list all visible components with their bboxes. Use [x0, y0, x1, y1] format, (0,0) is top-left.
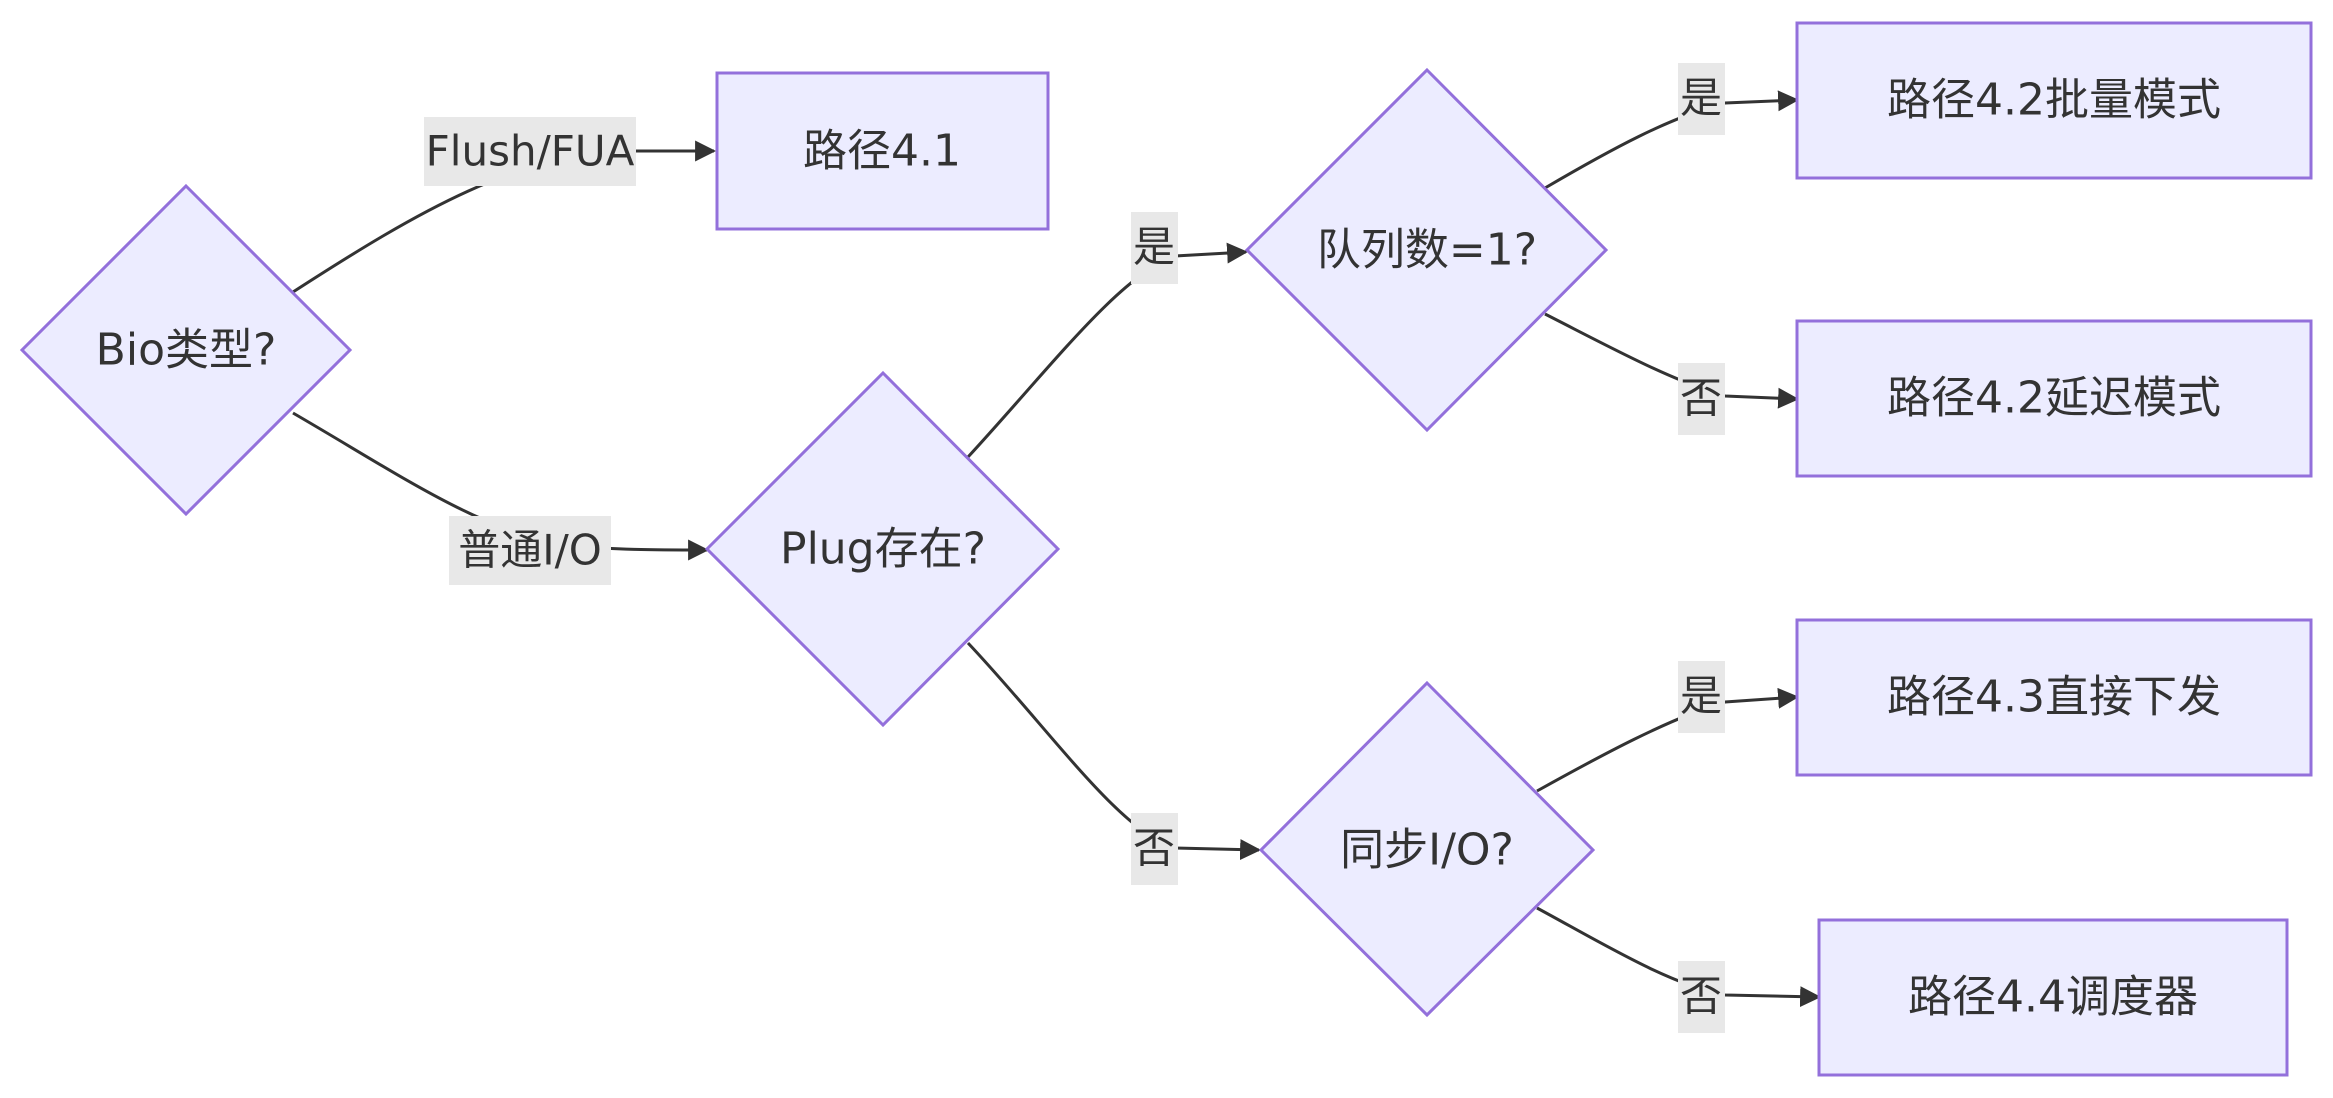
svg-text:否: 否	[1680, 374, 1722, 423]
edge-plug-yes	[966, 242, 1249, 459]
edge-label-flush-fua: Flush/FUA	[424, 117, 636, 186]
svg-text:路径4.3直接下发: 路径4.3直接下发	[1887, 672, 2221, 723]
svg-text:路径4.2延迟模式: 路径4.2延迟模式	[1887, 373, 2221, 424]
node-path-4-2-batch: 路径4.2批量模式	[1795, 21, 2313, 180]
node-bio-type: Bio类型?	[19, 183, 353, 517]
svg-text:Plug存在?: Plug存在?	[780, 524, 986, 575]
svg-text:路径4.1: 路径4.1	[803, 126, 961, 177]
node-path-4-1: 路径4.1	[715, 71, 1050, 231]
svg-text:是: 是	[1680, 672, 1722, 721]
svg-text:否: 否	[1680, 972, 1722, 1021]
edge-labels: Flush/FUA 普通I/O 是 否 是 否 是 否	[424, 63, 1725, 1033]
svg-text:路径4.4调度器: 路径4.4调度器	[1908, 972, 2198, 1023]
edge-label-plug-yes: 是	[1131, 212, 1178, 284]
edge-queue-no	[1544, 312, 1800, 409]
edge-label-normal-io: 普通I/O	[449, 516, 611, 585]
edge-label-sync-no: 否	[1678, 961, 1725, 1033]
edge-plug-no	[966, 641, 1262, 861]
node-path-4-3-direct: 路径4.3直接下发	[1795, 618, 2313, 777]
svg-text:是: 是	[1680, 74, 1722, 123]
edge-sync-yes	[1536, 687, 1800, 793]
edge-label-queue-yes: 是	[1678, 63, 1725, 135]
edge-queue-yes	[1544, 90, 1800, 190]
node-path-4-2-delay: 路径4.2延迟模式	[1795, 319, 2313, 478]
nodes: Bio类型? 路径4.1 Plug存在? 队列数=1? 同步I/O? 路径4.2…	[19, 21, 2313, 1077]
edge-label-queue-no: 否	[1678, 363, 1725, 435]
svg-text:否: 否	[1133, 824, 1175, 873]
node-plug-exists: Plug存在?	[704, 370, 1061, 728]
node-queue-count: 队列数=1?	[1244, 67, 1609, 433]
svg-text:路径4.2批量模式: 路径4.2批量模式	[1887, 75, 2221, 126]
svg-text:Flush/FUA: Flush/FUA	[426, 127, 635, 176]
svg-text:普通I/O: 普通I/O	[458, 526, 602, 575]
edge-label-sync-yes: 是	[1678, 661, 1725, 733]
node-sync-io: 同步I/O?	[1258, 680, 1596, 1018]
edge-label-plug-no: 否	[1131, 813, 1178, 885]
svg-text:Bio类型?: Bio类型?	[96, 325, 277, 376]
svg-text:队列数=1?: 队列数=1?	[1317, 225, 1537, 276]
svg-text:同步I/O?: 同步I/O?	[1340, 825, 1514, 876]
node-path-4-4-scheduler: 路径4.4调度器	[1817, 918, 2289, 1077]
svg-text:是: 是	[1133, 223, 1175, 272]
